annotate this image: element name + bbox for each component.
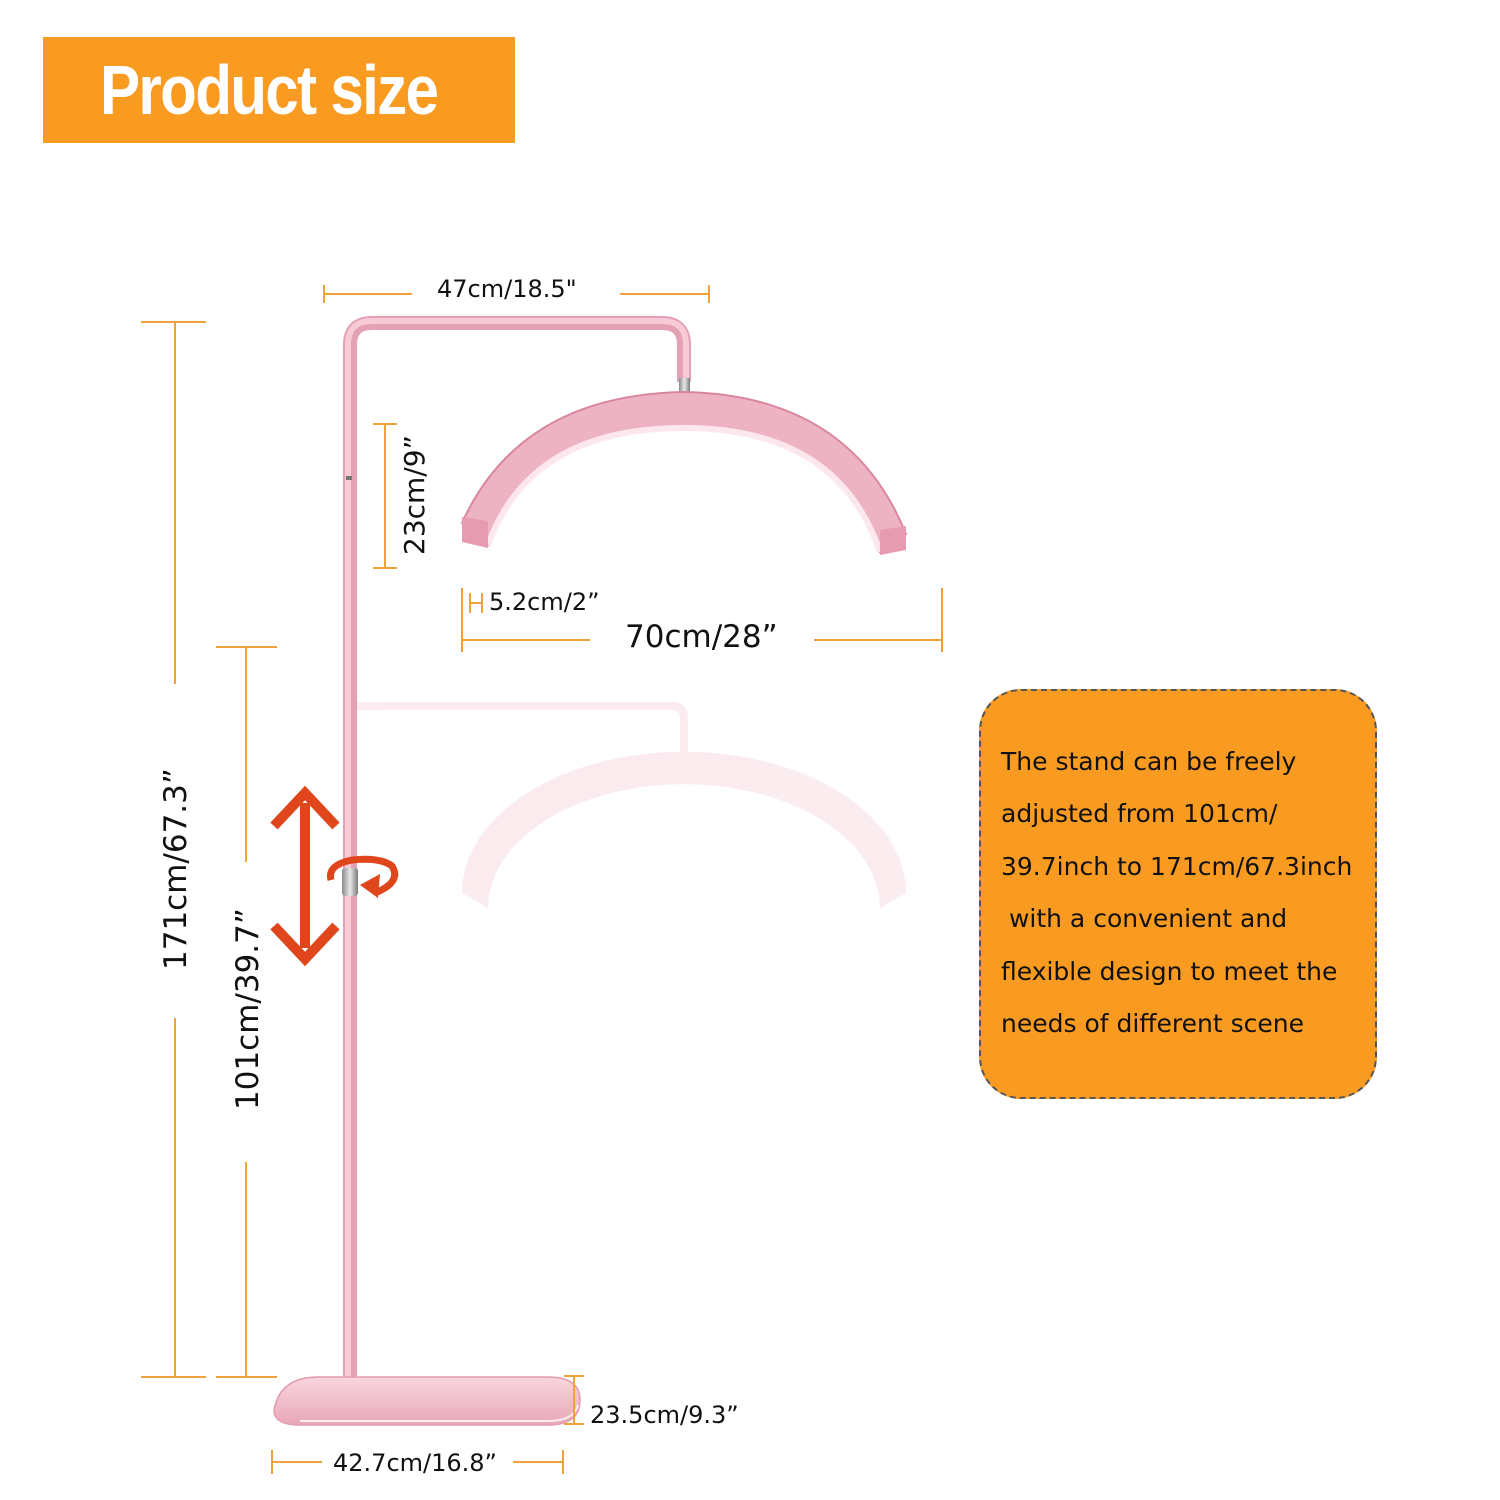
- lamp-thickness-label: 5.2cm/2”: [489, 588, 600, 616]
- height-arrow-icon: [270, 785, 340, 967]
- info-line: The stand can be freely: [1001, 747, 1297, 776]
- info-box: The stand can be freely adjusted from 10…: [979, 689, 1377, 1099]
- dimension-lines: [141, 285, 943, 1474]
- title-banner: Product size: [43, 37, 515, 143]
- half-moon-lamp: [460, 390, 908, 555]
- info-line: adjusted from 101cm/: [1001, 799, 1278, 828]
- pole-joint: [346, 476, 352, 480]
- base-depth-label: 23.5cm/9.3”: [590, 1401, 739, 1429]
- lowered-lamp-ghost: [346, 702, 906, 908]
- info-line: with a convenient and: [1001, 904, 1288, 933]
- lamp-height-label: 23cm/9”: [398, 434, 431, 555]
- info-line: needs of different scene: [1001, 1009, 1304, 1038]
- max-height-label: 171cm/67.3”: [158, 768, 194, 970]
- page-title: Product size: [100, 51, 439, 129]
- lamp-connector: [679, 378, 690, 392]
- height-adjust-knob: [326, 855, 399, 898]
- min-height-label: 101cm/39.7”: [230, 908, 266, 1110]
- info-line: 39.7inch to 171cm/67.3inch: [1001, 852, 1353, 881]
- info-line: flexible design to meet the: [1001, 957, 1338, 986]
- stand-base: [273, 1376, 581, 1426]
- stand-pole: [343, 316, 691, 1395]
- top-arm-width-label: 47cm/18.5": [437, 275, 577, 303]
- lamp-width-label: 70cm/28”: [625, 619, 778, 655]
- base-width-label: 42.7cm/16.8”: [333, 1449, 497, 1477]
